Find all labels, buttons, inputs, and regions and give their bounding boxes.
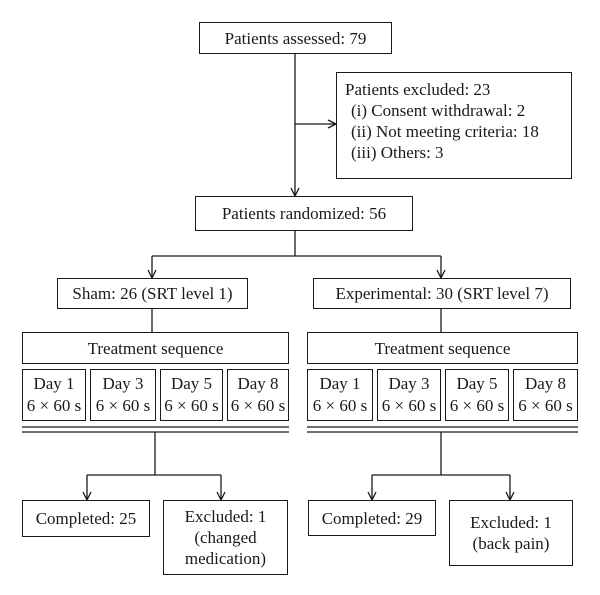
day-label: Day 8 <box>524 374 567 393</box>
excluded-line: Excluded: 1 <box>184 507 267 526</box>
patients-assessed-box: Patients assessed: 79 <box>199 22 392 54</box>
day-label: Day 5 <box>456 374 498 393</box>
sham-day-box: Day 5 6 × 60 s <box>160 369 223 421</box>
patients-excluded-title: Patients excluded: 23 <box>345 80 491 99</box>
experimental-excluded-box: Excluded: 1 (back pain) <box>449 500 573 566</box>
exclusion-reason: (ii) Not meeting criteria: 18 <box>351 122 539 141</box>
patients-assessed-text: Patients assessed: 79 <box>224 28 367 48</box>
dose-label: 6 × 60 s <box>164 396 219 415</box>
dose-label: 6 × 60 s <box>381 396 437 415</box>
treatment-sequence-label: Treatment sequence <box>374 338 511 358</box>
completed-text: Completed: 29 <box>321 508 423 528</box>
sham-arm-box: Sham: 26 (SRT level 1) <box>57 278 248 309</box>
dose-label: 6 × 60 s <box>518 396 573 415</box>
exclusion-reason: (iii) Others: 3 <box>351 143 444 162</box>
experimental-completed-box: Completed: 29 <box>308 500 436 536</box>
completed-text: Completed: 25 <box>35 509 137 528</box>
excluded-line: medication) <box>184 549 267 568</box>
day-label: Day 3 <box>388 374 430 393</box>
sham-excluded-box: Excluded: 1 (changed medication) <box>163 500 288 575</box>
excluded-line: (changed <box>194 528 257 547</box>
experimental-day-box: Day 1 6 × 60 s <box>307 369 373 421</box>
dose-label: 6 × 60 s <box>95 396 151 415</box>
excluded-line: Excluded: 1 <box>470 513 552 532</box>
dose-label: 6 × 60 s <box>26 396 82 415</box>
day-label: Day 1 <box>319 374 361 393</box>
patients-excluded-box: Patients excluded: 23 (i) Consent withdr… <box>336 72 572 179</box>
experimental-day-box: Day 8 6 × 60 s <box>513 369 578 421</box>
day-label: Day 5 <box>170 374 213 393</box>
sham-day-box: Day 8 6 × 60 s <box>227 369 289 421</box>
dose-label: 6 × 60 s <box>312 396 368 415</box>
sham-arm-text: Sham: 26 (SRT level 1) <box>72 284 233 303</box>
exclusion-reason: (i) Consent withdrawal: 2 <box>351 101 526 120</box>
day-label: Day 3 <box>102 374 144 393</box>
sham-completed-box: Completed: 25 <box>22 500 150 537</box>
day-label: Day 1 <box>33 374 75 393</box>
dose-label: 6 × 60 s <box>230 396 286 415</box>
dose-label: 6 × 60 s <box>449 396 505 415</box>
sham-day-box: Day 3 6 × 60 s <box>90 369 156 421</box>
patients-randomized-box: Patients randomized: 56 <box>195 196 413 231</box>
day-label: Day 8 <box>237 374 279 393</box>
treatment-sequence-label: Treatment sequence <box>87 338 224 358</box>
experimental-arm-text: Experimental: 30 (SRT level 7) <box>335 284 549 303</box>
experimental-arm-box: Experimental: 30 (SRT level 7) <box>313 278 571 309</box>
excluded-line: (back pain) <box>472 534 550 553</box>
sham-day-box: Day 1 6 × 60 s <box>22 369 86 421</box>
experimental-treatment-sequence-box: Treatment sequence <box>307 332 578 364</box>
experimental-day-box: Day 5 6 × 60 s <box>445 369 509 421</box>
sham-treatment-sequence-box: Treatment sequence <box>22 332 289 364</box>
patients-randomized-text: Patients randomized: 56 <box>221 204 387 223</box>
experimental-day-box: Day 3 6 × 60 s <box>377 369 441 421</box>
